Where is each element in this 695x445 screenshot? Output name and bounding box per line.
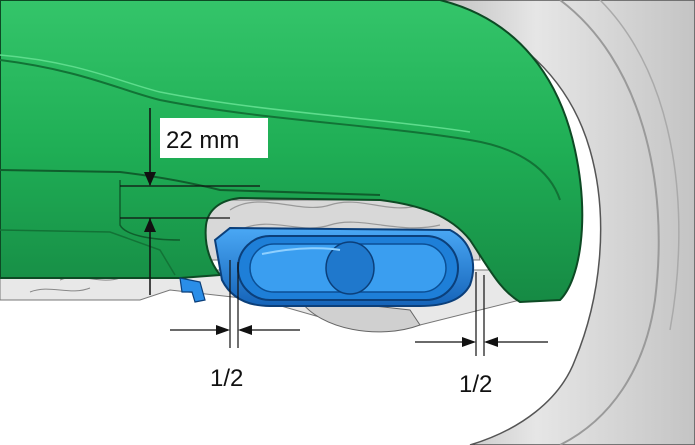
clearance-label: 22 mm xyxy=(166,127,239,154)
tire xyxy=(429,0,695,445)
arrow-right-icon xyxy=(462,337,476,347)
arrow-left-icon xyxy=(484,337,498,347)
exhaust-tip xyxy=(213,226,475,307)
label-background xyxy=(455,364,511,400)
arrow-left-icon xyxy=(238,325,252,335)
vertical-dimension: 22 mm xyxy=(120,108,268,295)
mounting-bracket xyxy=(179,277,206,303)
label-background xyxy=(160,118,268,158)
right-gap-dimension: 1/2 xyxy=(415,272,548,400)
arrow-down-icon xyxy=(144,172,156,186)
rear-bumper xyxy=(0,0,584,304)
left-gap-label: 1/2 xyxy=(210,365,243,392)
arrow-right-icon xyxy=(216,325,230,335)
left-gap-dimension: 1/2 xyxy=(170,260,300,392)
arrow-up-icon xyxy=(144,218,156,232)
right-gap-label: 1/2 xyxy=(459,371,492,398)
